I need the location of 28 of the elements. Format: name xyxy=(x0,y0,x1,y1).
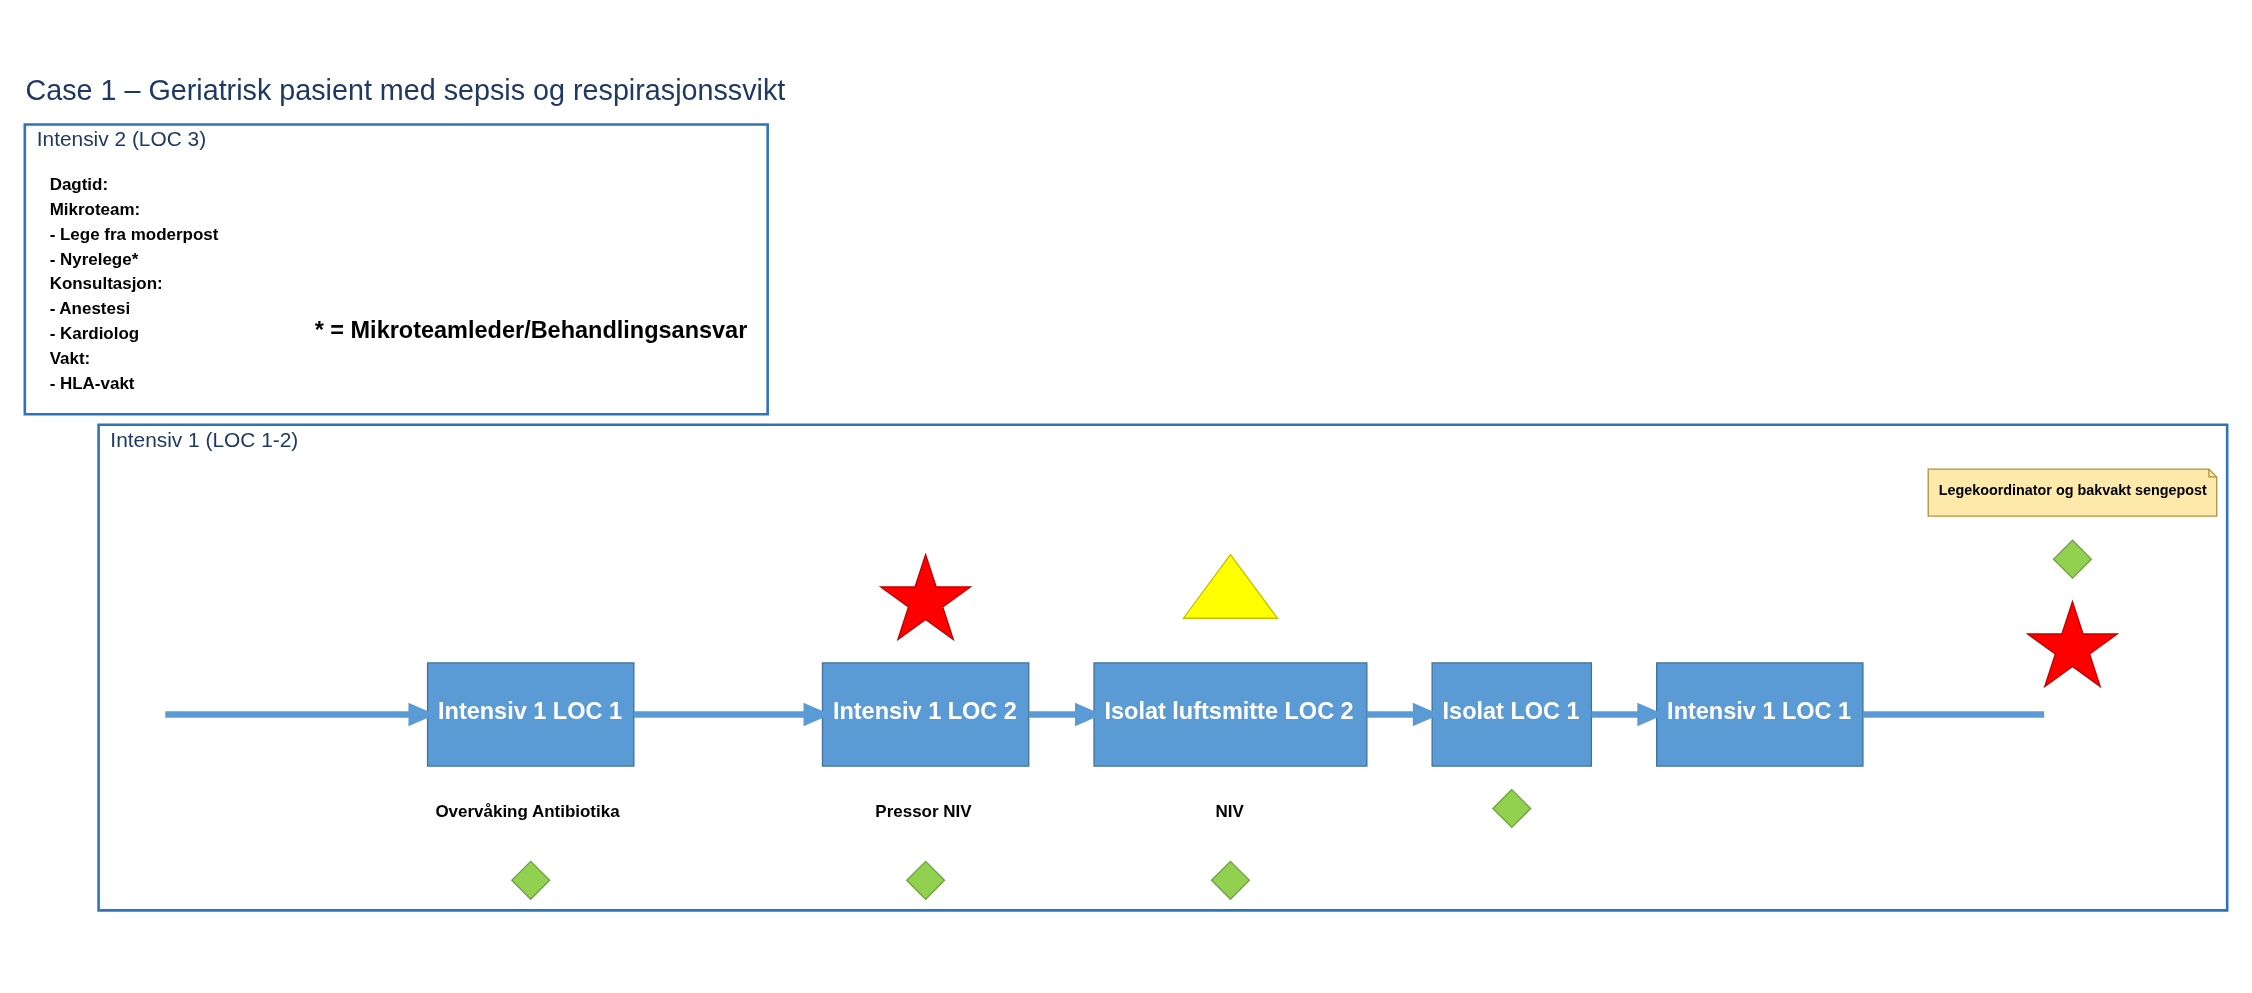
label: - Anestesi xyxy=(49,299,131,319)
node-triangle xyxy=(1182,553,1279,619)
node-diamond xyxy=(905,860,946,901)
label: Mikroteam: xyxy=(49,200,141,220)
label: - Kardiolog xyxy=(49,324,140,344)
label: Vakt: xyxy=(49,348,91,368)
node-label: NIV xyxy=(1215,801,1244,821)
node-label: Pressor NIV xyxy=(875,801,972,821)
node-diamond xyxy=(1210,860,1251,901)
node-box: Isolat luftsmitte LOC 2 xyxy=(1093,662,1368,767)
node-box: Intensiv 1 LOC 1 xyxy=(426,662,635,767)
label: Konsultasjon: xyxy=(49,274,163,294)
node-star xyxy=(2025,599,2120,689)
label: - Lege fra moderpost xyxy=(49,224,219,244)
node-diamond xyxy=(1491,788,1532,829)
label: * = Mikroteamleder/Behandlingsansvar xyxy=(314,316,748,343)
node-box: Intensiv 1 LOC 2 xyxy=(821,662,1030,767)
node-box: Isolat LOC 1 xyxy=(1431,662,1593,767)
diagram-title: Case 1 – Geriatrisk pasient med sepsis og respirasjonssvikt xyxy=(25,74,786,107)
node-label: Overvåking Antibiotika xyxy=(435,801,620,821)
node-diamond xyxy=(2052,539,2093,579)
node-diamond xyxy=(510,860,551,901)
node-box: Intensiv 1 LOC 1 xyxy=(1656,662,1864,767)
label: Dagtid: xyxy=(49,175,109,195)
label: - HLA-vakt xyxy=(49,373,135,393)
label: - Nyrelege* xyxy=(49,249,139,269)
node-star xyxy=(878,552,973,642)
connector xyxy=(1863,711,2045,718)
